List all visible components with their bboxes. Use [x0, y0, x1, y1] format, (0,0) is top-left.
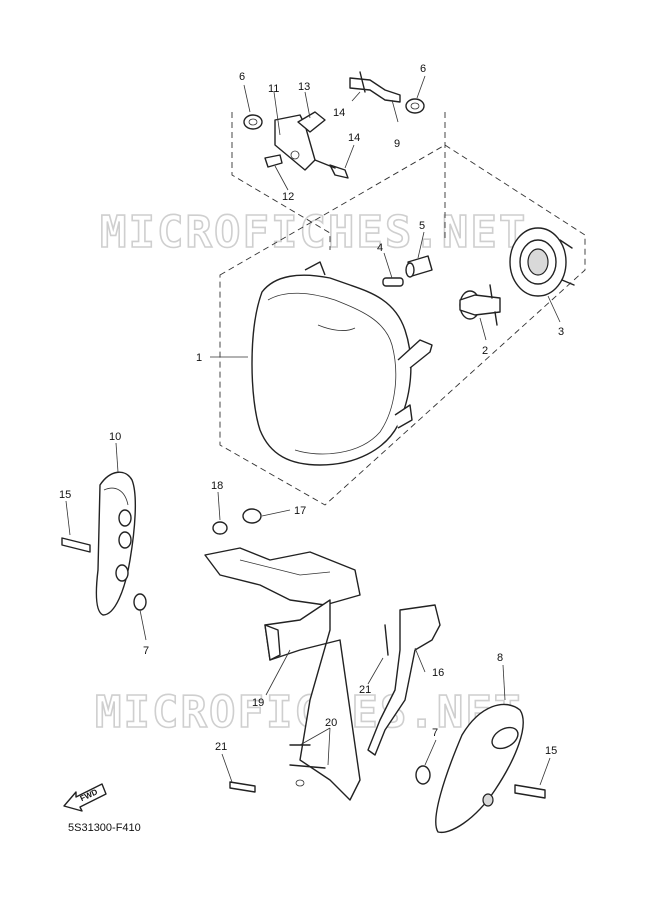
bracket-group-outline [231, 112, 446, 250]
callout-20: 20 [325, 717, 337, 729]
watermark-top: MICROFICHES.NET [100, 207, 527, 258]
callout-14: 14 [333, 107, 345, 119]
callout-7: 7 [432, 727, 438, 739]
headlight-bulb [459, 284, 501, 326]
headlight-unit [251, 261, 433, 466]
right-stay-rod [367, 604, 441, 756]
leader-lines [65, 75, 561, 786]
callout-11: 11 [268, 83, 279, 95]
callout-15: 15 [545, 745, 557, 757]
callout-6: 6 [239, 71, 245, 83]
callout-8: 8 [497, 652, 503, 664]
callout-15: 15 [59, 489, 71, 501]
callout-17: 17 [294, 505, 306, 517]
headlight-stay [204, 508, 361, 801]
right-side-cover [415, 703, 546, 834]
callout-21: 21 [215, 741, 227, 753]
callout-5: 5 [419, 220, 425, 232]
forward-arrow-icon: FWD [63, 783, 107, 812]
callout-1: 1 [196, 352, 202, 364]
callout-13: 13 [298, 81, 310, 93]
callout-21: 21 [359, 684, 371, 696]
callout-18: 18 [211, 480, 223, 492]
callout-7: 7 [143, 645, 149, 657]
callout-19: 19 [252, 697, 264, 709]
bulb-socket [405, 255, 433, 278]
callout-6: 6 [420, 63, 426, 75]
diagram-code: 5S31300-F410 [68, 822, 141, 834]
position-bulb [382, 277, 404, 287]
callout-2: 2 [482, 345, 488, 357]
callout-16: 16 [432, 667, 444, 679]
assembly-outline [219, 144, 586, 506]
callout-14: 14 [348, 132, 360, 144]
left-side-cover [61, 471, 147, 616]
callout-12: 12 [282, 191, 294, 203]
callout-10: 10 [109, 431, 121, 443]
bulb-socket-cover [509, 227, 575, 297]
callout-9: 9 [394, 138, 400, 150]
callout-4: 4 [377, 242, 383, 254]
screw-21 [229, 781, 256, 793]
callout-3: 3 [558, 326, 564, 338]
